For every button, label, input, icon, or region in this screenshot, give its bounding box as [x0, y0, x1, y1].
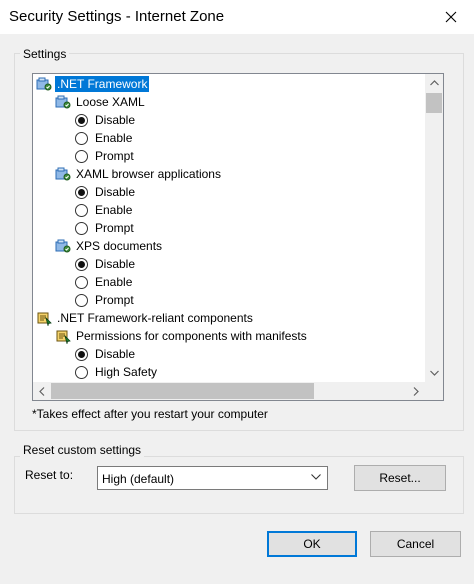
window-title: Security Settings - Internet Zone [9, 8, 225, 25]
reset-to-label: Reset to: [25, 468, 74, 482]
scroll-down-button[interactable] [425, 364, 443, 382]
tree-item-label: Disable [95, 113, 136, 127]
radio-option[interactable]: Prompt [75, 291, 136, 309]
settings-folder-icon [55, 239, 71, 253]
close-button[interactable] [428, 0, 474, 34]
radio-option[interactable]: High Safety [75, 363, 159, 381]
radio-option[interactable]: Enable [75, 129, 134, 147]
cancel-button[interactable]: Cancel [370, 531, 461, 557]
tree-item-label: XAML browser applications [76, 167, 221, 181]
tree-item-label: Prompt [95, 221, 134, 235]
radio-option[interactable]: Prompt [75, 219, 136, 237]
chevron-right-icon [413, 386, 419, 396]
tree-item-label: High Safety [95, 365, 158, 379]
tree-item-label: Enable [95, 131, 133, 145]
tree-item-label: .NET Framework [55, 76, 150, 92]
title-bar: Security Settings - Internet Zone [0, 0, 474, 34]
settings-folder-icon [55, 167, 71, 181]
reset-button[interactable]: Reset... [354, 465, 446, 491]
radio-button[interactable] [75, 257, 88, 271]
scroll-left-button[interactable] [33, 382, 51, 400]
tree-item-label: Disable [95, 347, 136, 361]
radio-option[interactable]: Disable [75, 255, 137, 273]
radio-option[interactable]: Disable [75, 111, 137, 129]
reset-level-dropdown[interactable]: High (default) [97, 466, 328, 490]
tree-item[interactable]: Loose XAML [55, 93, 147, 111]
horizontal-scrollbar[interactable] [33, 382, 425, 400]
tree-item[interactable]: .NET Framework-reliant components [36, 309, 255, 327]
settings-folder-icon [36, 77, 52, 91]
radio-button[interactable] [75, 221, 88, 235]
radio-button[interactable] [75, 113, 88, 127]
tree-item-label: XPS documents [76, 239, 163, 253]
radio-button[interactable] [75, 275, 88, 289]
component-icon [37, 312, 52, 326]
radio-button[interactable] [75, 149, 88, 163]
chevron-down-icon [429, 370, 439, 376]
vertical-scroll-thumb[interactable] [426, 93, 442, 113]
ok-button[interactable]: OK [267, 531, 357, 557]
tree-item-label: .NET Framework-reliant components [57, 311, 253, 325]
radio-button[interactable] [75, 203, 88, 217]
tree-item-label: Prompt [95, 293, 134, 307]
tree-item-label: Disable [95, 257, 136, 271]
vertical-scrollbar[interactable] [425, 74, 443, 382]
radio-option[interactable]: Enable [75, 273, 134, 291]
radio-button[interactable] [75, 131, 88, 145]
tree-item-label: Enable [95, 275, 133, 289]
tree-item-label: Loose XAML [76, 95, 145, 109]
tree-item[interactable]: .NET Framework [36, 75, 150, 93]
radio-option[interactable]: Prompt [75, 147, 136, 165]
tree-item[interactable]: Permissions for components with manifest… [55, 327, 309, 345]
radio-option[interactable]: Disable [75, 183, 137, 201]
tree-item[interactable]: XAML browser applications [55, 165, 223, 183]
reset-group-label: Reset custom settings [20, 443, 145, 457]
tree-item-label: Enable [95, 203, 133, 217]
component-icon [56, 330, 71, 344]
reset-group [14, 456, 464, 514]
tree-item[interactable]: XPS documents [55, 237, 164, 255]
scroll-up-button[interactable] [425, 74, 443, 92]
scroll-right-button[interactable] [407, 382, 425, 400]
restart-note: *Takes effect after you restart your com… [32, 407, 268, 421]
radio-button[interactable] [75, 347, 88, 361]
scrollbar-corner [425, 382, 443, 400]
radio-button[interactable] [75, 185, 88, 199]
radio-option[interactable]: Disable [75, 345, 137, 363]
radio-button[interactable] [75, 293, 88, 307]
settings-group [14, 53, 464, 431]
chevron-up-icon [429, 80, 439, 86]
tree-item-label: Permissions for components with manifest… [76, 329, 307, 343]
radio-button[interactable] [75, 365, 88, 379]
settings-group-label: Settings [20, 47, 70, 61]
chevron-down-icon [311, 474, 321, 480]
horizontal-scroll-thumb[interactable] [51, 383, 314, 399]
close-icon [445, 11, 457, 23]
reset-level-value: High (default) [102, 472, 175, 486]
tree-item-label: Disable [95, 185, 136, 199]
tree-item-label: Prompt [95, 149, 134, 163]
radio-option[interactable]: Enable [75, 201, 134, 219]
chevron-left-icon [39, 386, 45, 396]
settings-folder-icon [55, 95, 71, 109]
